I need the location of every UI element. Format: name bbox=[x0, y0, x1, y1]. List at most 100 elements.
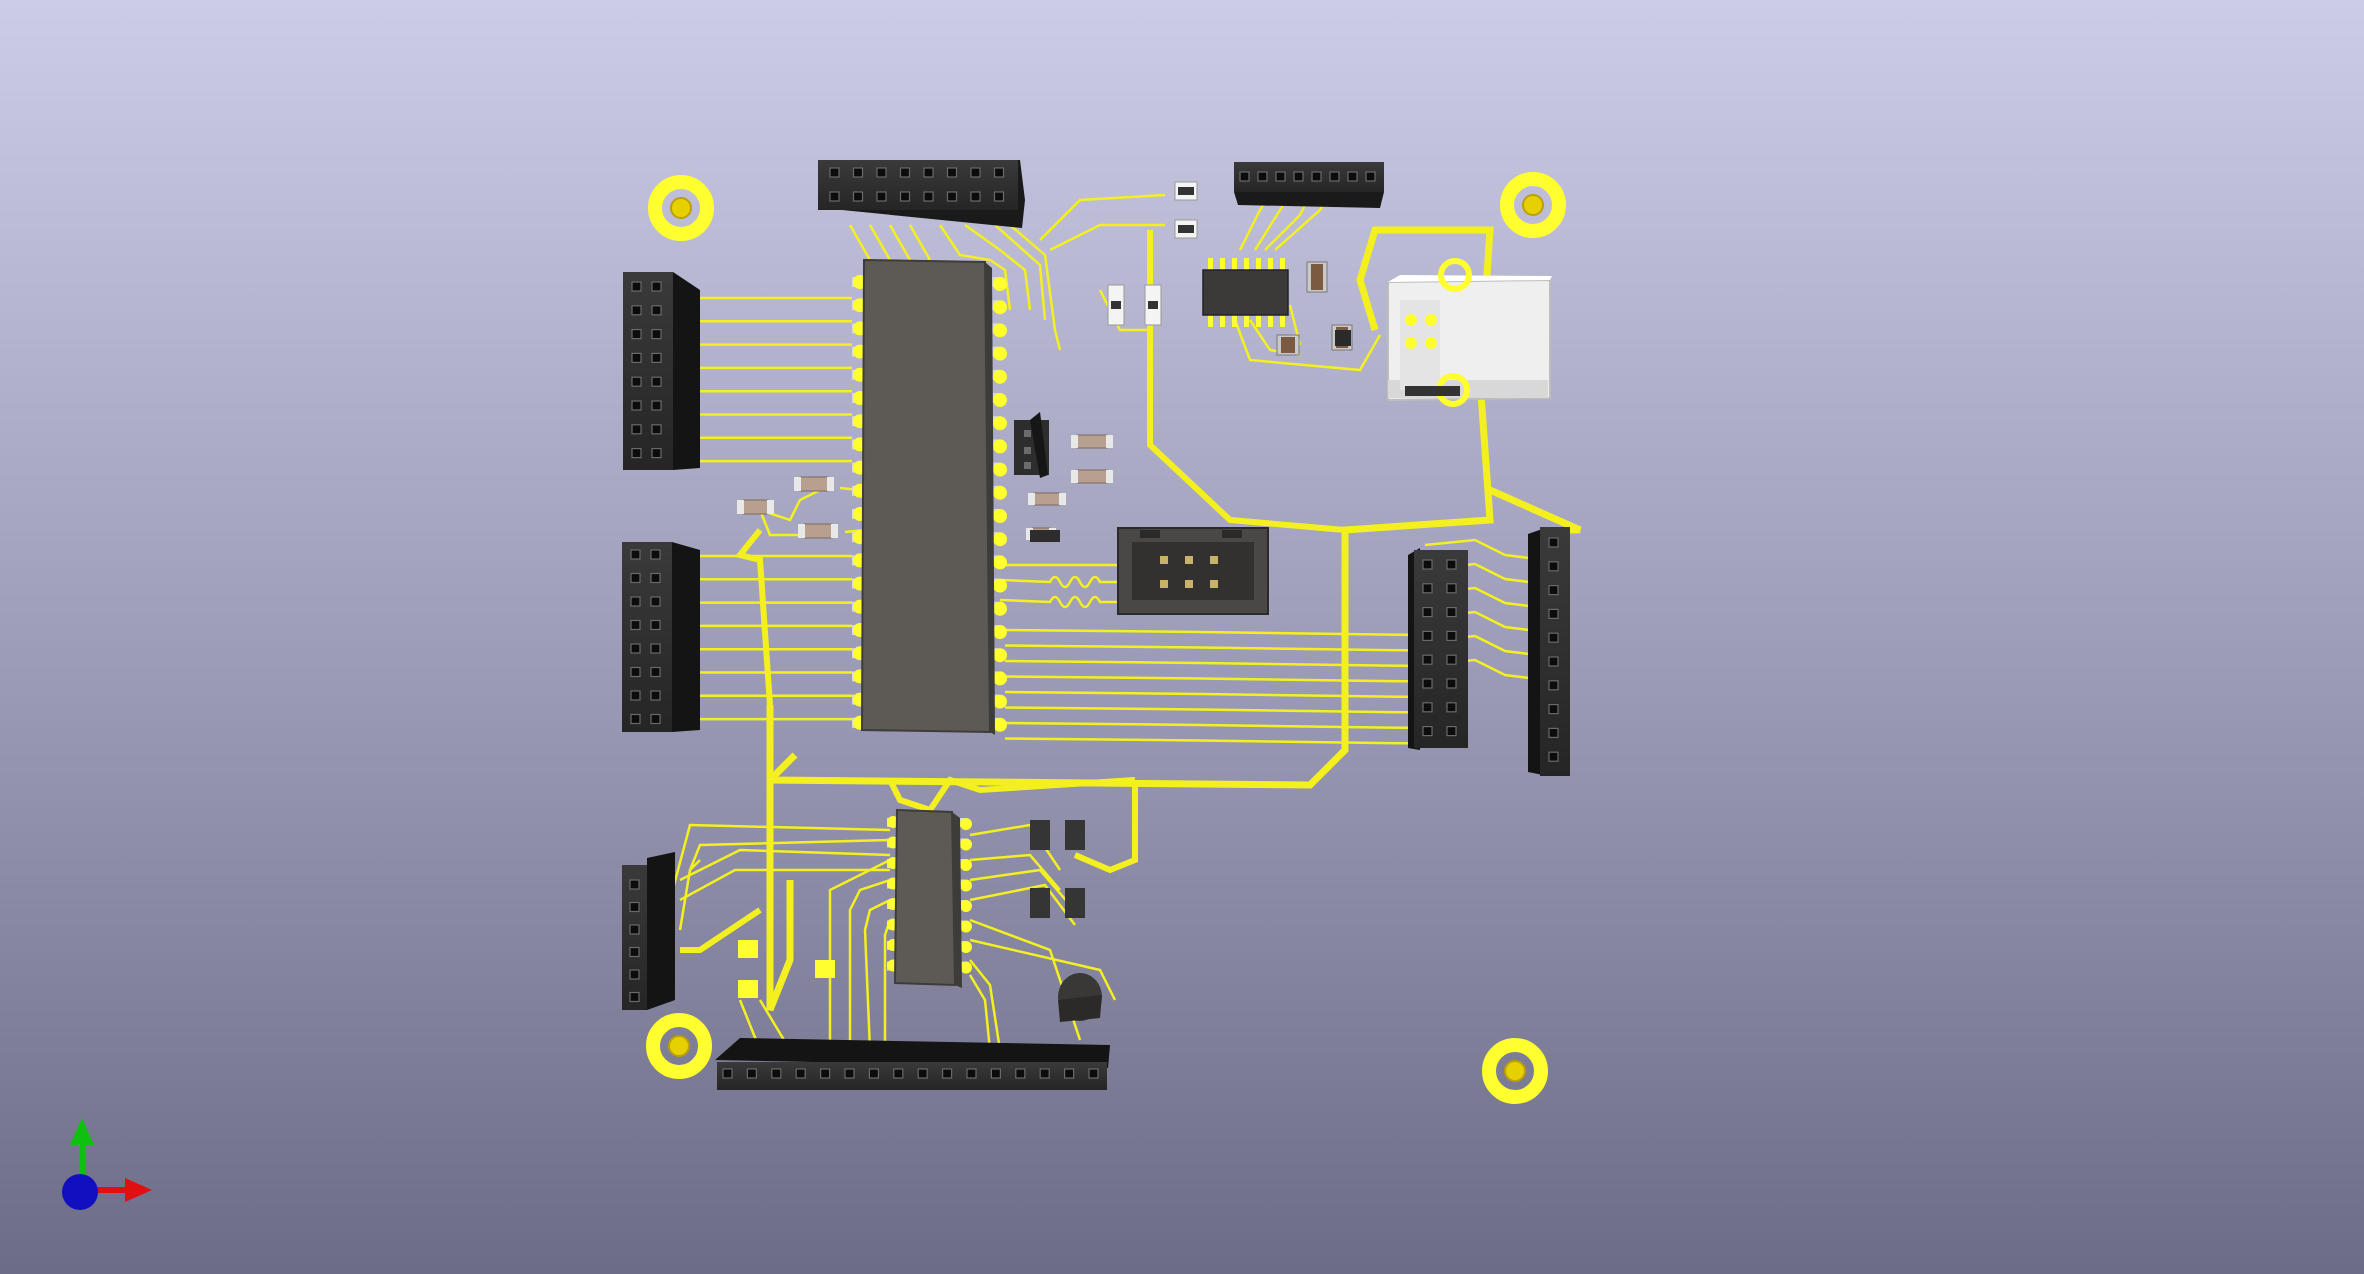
soic-chip[interactable] bbox=[1202, 258, 1289, 327]
header-pin bbox=[966, 1068, 977, 1079]
header-pin bbox=[1347, 171, 1358, 182]
header-pin bbox=[876, 167, 887, 178]
header-pin bbox=[631, 400, 642, 411]
header-pin bbox=[631, 352, 642, 363]
header-pin bbox=[917, 1068, 928, 1079]
header-pin bbox=[1446, 559, 1457, 570]
power-rail-trace bbox=[766, 226, 1494, 789]
header-pin bbox=[1422, 654, 1433, 665]
header-pin bbox=[630, 596, 641, 607]
header-pin bbox=[630, 643, 641, 654]
header-pin bbox=[829, 191, 840, 202]
header-pin bbox=[1548, 751, 1559, 762]
header-pin bbox=[893, 1068, 904, 1079]
header-pin bbox=[650, 596, 661, 607]
header-pin bbox=[1548, 727, 1559, 739]
header-pin bbox=[1422, 559, 1433, 570]
header-pin bbox=[651, 329, 662, 340]
header-pin bbox=[651, 424, 662, 435]
copper-traces bbox=[668, 193, 1582, 1051]
header-pin bbox=[1548, 584, 1559, 596]
header-pin bbox=[1329, 171, 1340, 182]
header-pin bbox=[829, 167, 840, 178]
header-pin bbox=[1039, 1068, 1050, 1079]
header-pin bbox=[1257, 171, 1268, 182]
header-pin bbox=[651, 376, 662, 387]
header-pin bbox=[650, 713, 661, 725]
header-pin bbox=[1275, 171, 1286, 182]
header-pin bbox=[650, 643, 661, 654]
header-pin bbox=[1239, 171, 1250, 182]
header-pin bbox=[629, 879, 640, 890]
bottom-left-pin-header[interactable] bbox=[622, 852, 675, 1010]
header-pin bbox=[629, 969, 640, 980]
header-pin bbox=[1548, 561, 1559, 572]
header-pin bbox=[651, 281, 662, 292]
header-pin bbox=[651, 352, 662, 363]
header-pin bbox=[1311, 171, 1322, 182]
header-pin bbox=[651, 448, 662, 459]
header-pin bbox=[771, 1068, 782, 1079]
header-pin bbox=[876, 191, 887, 202]
header-pin bbox=[1548, 537, 1559, 548]
header-pin bbox=[1063, 1068, 1075, 1079]
left-pin-header-1[interactable] bbox=[623, 272, 700, 470]
header-pin bbox=[852, 191, 864, 202]
header-pin bbox=[923, 167, 934, 178]
header-pin bbox=[746, 1068, 758, 1079]
header-pin bbox=[631, 448, 642, 459]
header-pin bbox=[722, 1068, 733, 1079]
main-ic-dip40[interactable] bbox=[852, 258, 1007, 735]
top-pin-header[interactable] bbox=[818, 160, 1025, 228]
header-pin bbox=[1446, 630, 1457, 642]
header-pin bbox=[631, 329, 642, 340]
header-pin bbox=[1422, 678, 1433, 689]
transistor-to92[interactable] bbox=[1058, 973, 1102, 1022]
header-pin bbox=[630, 572, 641, 584]
header-pin bbox=[923, 191, 934, 202]
header-pin bbox=[1446, 606, 1457, 618]
header-pin bbox=[630, 549, 641, 560]
header-pin bbox=[993, 167, 1005, 178]
top-right-pin-header[interactable] bbox=[1234, 162, 1384, 208]
header-pin bbox=[990, 1068, 1002, 1079]
bottom-pin-header[interactable] bbox=[715, 1038, 1110, 1090]
small-3pin-header[interactable] bbox=[1014, 412, 1049, 478]
header-pin bbox=[946, 167, 958, 178]
header-pin bbox=[650, 666, 661, 678]
header-pin bbox=[650, 572, 661, 584]
header-pin bbox=[819, 1068, 831, 1079]
header-pin bbox=[1422, 725, 1433, 737]
header-pin bbox=[1548, 632, 1559, 643]
header-pin bbox=[629, 946, 640, 958]
header-pin bbox=[1446, 654, 1457, 665]
box-header-2x3[interactable] bbox=[1117, 527, 1269, 615]
right-pin-header-b[interactable] bbox=[1528, 527, 1570, 776]
header-pin bbox=[993, 191, 1005, 202]
header-pin bbox=[629, 991, 640, 1003]
header-pin bbox=[651, 305, 662, 316]
header-pin bbox=[795, 1068, 806, 1079]
header-pin bbox=[629, 924, 640, 935]
small-ic-dip16[interactable] bbox=[887, 808, 972, 988]
header-pin bbox=[1422, 702, 1433, 713]
left-pin-header-2[interactable] bbox=[622, 542, 700, 732]
passive-components bbox=[737, 181, 1353, 998]
header-pin bbox=[1422, 583, 1433, 594]
header-pin bbox=[1446, 678, 1457, 689]
header-pin bbox=[1548, 656, 1559, 667]
header-pin bbox=[1422, 630, 1433, 642]
header-pin bbox=[1365, 171, 1376, 182]
right-pin-header-a[interactable] bbox=[1408, 548, 1468, 750]
header-pin bbox=[1548, 703, 1559, 715]
header-pin bbox=[1446, 583, 1457, 594]
header-pin bbox=[1293, 171, 1304, 182]
usb-b-connector[interactable] bbox=[1387, 258, 1552, 407]
header-pin bbox=[650, 619, 661, 631]
header-pin bbox=[941, 1068, 953, 1079]
header-pin bbox=[630, 619, 641, 631]
header-pin bbox=[629, 901, 640, 913]
header-pin bbox=[1015, 1068, 1026, 1079]
